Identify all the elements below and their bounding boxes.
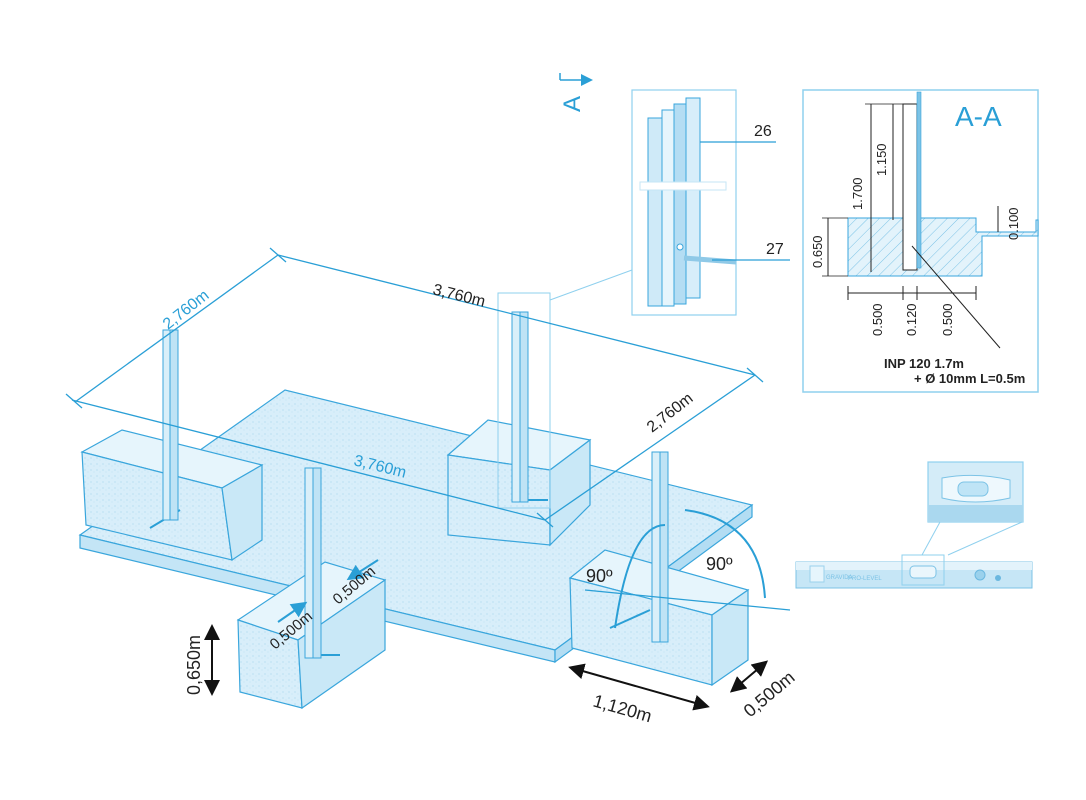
section-note-line1: INP 120 1.7m bbox=[884, 356, 964, 371]
right-angle-arcs bbox=[614, 509, 766, 629]
footing-width-arrows bbox=[277, 559, 379, 623]
angle-label-2: 90º bbox=[706, 554, 733, 574]
post-detail-panel bbox=[631, 89, 790, 316]
dim-bottom-1: 0.500 bbox=[870, 303, 885, 336]
detail-leader-line bbox=[549, 269, 633, 301]
footing-length-arrow bbox=[568, 663, 710, 711]
dim-0100: 0.100 bbox=[1006, 207, 1021, 240]
level-brand: GRAVIDA bbox=[826, 575, 853, 581]
dim-top-label: 3,760m bbox=[431, 281, 487, 310]
post-back-right bbox=[511, 311, 529, 503]
dim-0650: 0.650 bbox=[810, 235, 825, 268]
callout-26: 26 bbox=[754, 123, 772, 140]
footing-width-front-arrow bbox=[729, 660, 769, 693]
level-model: PRO-LEVEL bbox=[848, 576, 882, 582]
footing-width-front-label: 0,500m bbox=[740, 667, 799, 721]
spirit-level-tool bbox=[795, 461, 1033, 589]
post-front-left bbox=[304, 467, 322, 659]
section-aa-title: A-A bbox=[955, 101, 1002, 132]
section-note-line2: + Ø 10mm L=0.5m bbox=[914, 371, 1025, 386]
post-front-right bbox=[651, 451, 669, 643]
footing-length-label: 1,120m bbox=[591, 691, 654, 727]
dim-bottom-3: 0.500 bbox=[940, 303, 955, 336]
section-aa-panel bbox=[802, 89, 1039, 393]
dim-1700: 1.700 bbox=[850, 177, 865, 210]
dim-1150: 1.150 bbox=[874, 143, 889, 176]
detail-highlight-box bbox=[497, 292, 551, 509]
footing-front-left bbox=[236, 561, 387, 710]
footing-depth-label: 0,650m bbox=[184, 635, 204, 695]
callout-27: 27 bbox=[766, 241, 784, 258]
angle-label-1: 90º bbox=[586, 566, 613, 586]
layout-lines bbox=[65, 247, 791, 611]
svg-text:A: A bbox=[559, 96, 586, 112]
footing-back-right bbox=[446, 419, 592, 547]
dim-right-label: 2,760m bbox=[644, 390, 697, 436]
dim-bottom-2: 0.120 bbox=[904, 303, 919, 336]
section-marker: A bbox=[559, 73, 593, 112]
dim-top-left-label: 2,760m bbox=[160, 287, 213, 333]
